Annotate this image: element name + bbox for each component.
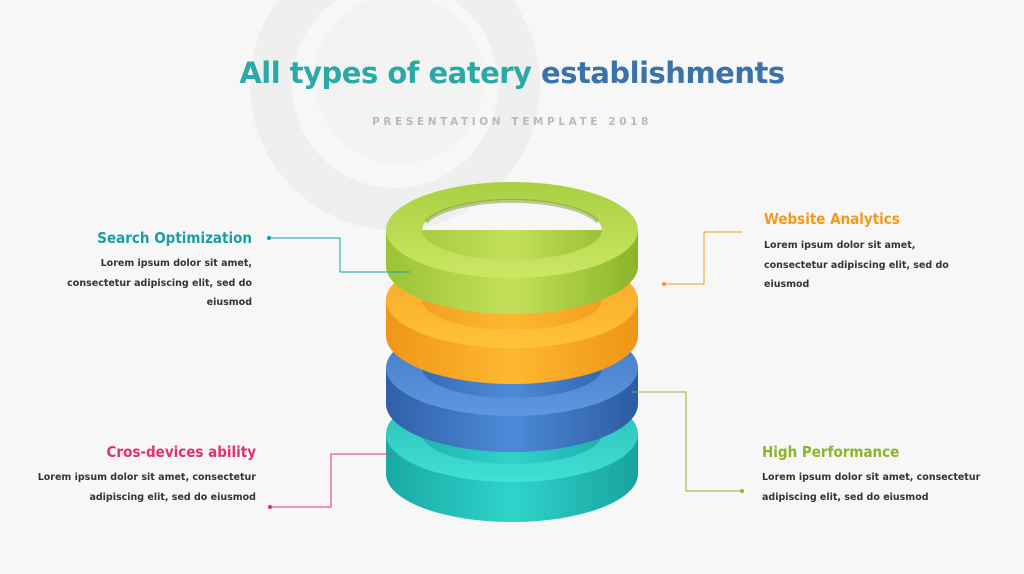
body-line: eiusmod	[764, 275, 964, 295]
connector-cros-devices	[268, 454, 392, 509]
body-line: Lorem ipsum dolor sit amet,	[52, 254, 252, 274]
body-search-optimization: Lorem ipsum dolor sit amet, consectetur …	[52, 254, 252, 313]
body-high-performance: Lorem ipsum dolor sit amet, consectetur …	[762, 468, 1002, 507]
ring-green	[386, 182, 638, 314]
body-line: Lorem ipsum dolor sit amet,	[764, 236, 964, 256]
body-line: consectetur adipiscing elit, sed do	[764, 256, 964, 276]
body-cros-devices-ability: Lorem ipsum dolor sit amet, consectetur …	[26, 468, 256, 507]
heading-high-performance: High Performance	[762, 443, 899, 461]
heading-website-analytics: Website Analytics	[764, 210, 900, 228]
connector-website-analytics	[662, 232, 742, 286]
body-line: adipiscing elit, sed do eiusmod	[26, 488, 256, 508]
connector-high-performance	[632, 392, 744, 493]
body-line: eiusmod	[52, 293, 252, 313]
body-line: consectetur adipiscing elit, sed do	[52, 274, 252, 294]
body-line: Lorem ipsum dolor sit amet, consectetur	[762, 468, 1002, 488]
body-line: adipiscing elit, sed do eiusmod	[762, 488, 1002, 508]
heading-cros-devices-ability: Cros-devices ability	[107, 443, 256, 461]
heading-search-optimization: Search Optimization	[97, 229, 252, 247]
body-website-analytics: Lorem ipsum dolor sit amet, consectetur …	[764, 236, 964, 295]
body-line: Lorem ipsum dolor sit amet, consectetur	[26, 468, 256, 488]
